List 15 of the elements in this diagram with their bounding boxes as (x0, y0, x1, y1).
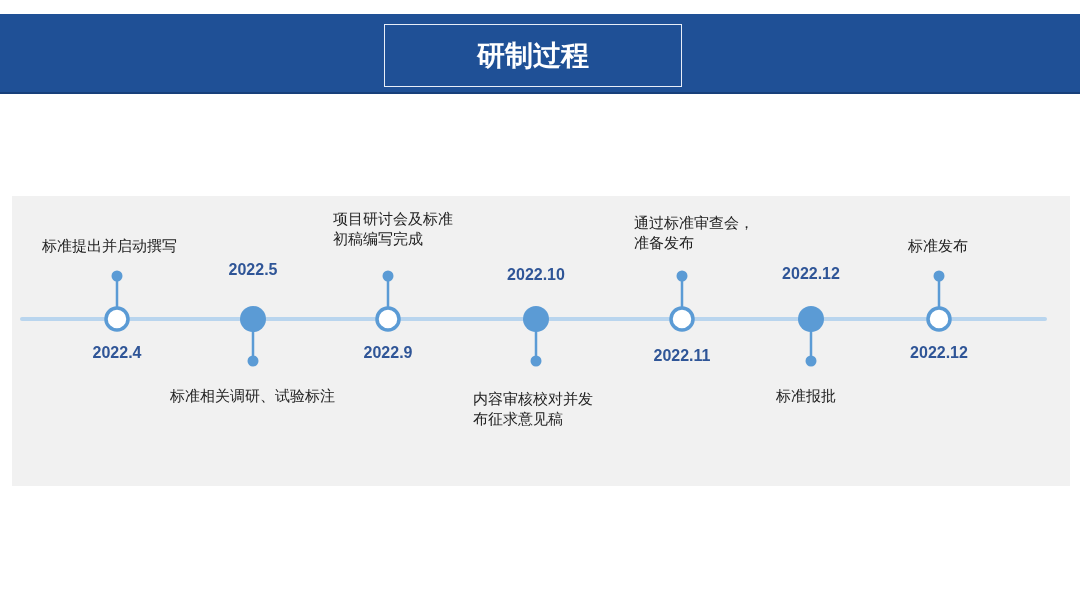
milestone-description: 项目研讨会及标准初稿编写完成 (333, 209, 459, 249)
milestone-date: 2022.9 (362, 344, 414, 362)
milestone-date: 2022.5 (227, 261, 279, 279)
milestone-description: 标准发布 (908, 236, 998, 256)
milestone-description: 标准报批 (776, 386, 866, 406)
milestone-date: 2022.12 (909, 344, 969, 362)
milestone-date: 2022.4 (91, 344, 143, 362)
milestone-description: 标准提出并启动撰写 (42, 236, 212, 256)
milestone-date: 2022.12 (781, 265, 841, 283)
milestone-date: 2022.10 (506, 266, 566, 284)
milestone-description: 标准相关调研、试验标注 (170, 386, 380, 406)
milestone-date: 2022.11 (652, 347, 712, 365)
milestone-description: 内容审核校对并发布征求意见稿 (473, 389, 599, 429)
title: 研制过程 (477, 37, 589, 74)
milestone-description: 通过标准审查会，准备发布 (634, 213, 760, 253)
